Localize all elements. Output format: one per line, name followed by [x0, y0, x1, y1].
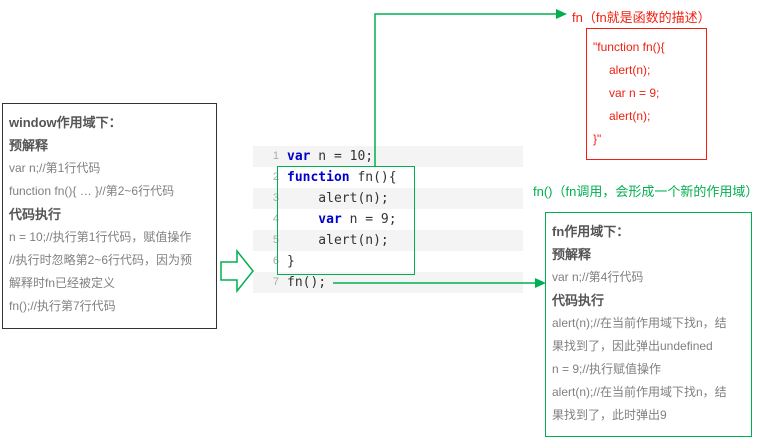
line-number: 7 [272, 276, 279, 288]
window-scope-line: 代码执行 [9, 207, 62, 222]
fn-scope-box: fn作用域下： 预解释 var n;//第4行代码 代码执行 alert(n);… [545, 212, 752, 437]
code-line: 5 alert(n); [253, 230, 523, 251]
code-editor: 1 var n = 10; 2 function fn(){ 3 alert(n);… [253, 146, 523, 293]
window-scope-line: function fn(){ … }//第2~6行代码 [9, 184, 175, 198]
code-line: 4 var n = 9; [253, 209, 523, 230]
window-scope-box: window作用域下： 预解释 var n;//第1行代码 function f… [2, 103, 217, 329]
code-text: alert(n); [287, 191, 389, 206]
code-text: fn(){ [349, 170, 397, 185]
fn-scope-line: 预解释 [552, 247, 592, 262]
line-number: 5 [272, 234, 279, 246]
fn-scope-line: 果找到了，因此弹出undefined [552, 339, 713, 353]
fn-description-code-line: alert(n); [609, 109, 651, 123]
code-keyword: var [287, 212, 342, 227]
window-scope-title: window作用域下： [9, 115, 122, 130]
fn-description-code-line: var n = 9; [609, 86, 660, 100]
window-scope-line: //执行时忽略第2~6行代码，因为预 [9, 253, 193, 267]
fn-description-arrow [374, 13, 556, 166]
code-line: 3 alert(n); [253, 188, 523, 209]
line-number: 1 [272, 150, 279, 162]
code-text: } [287, 254, 295, 269]
fn-description-code-line: }" [593, 132, 602, 146]
code-line: 2 function fn(){ [253, 167, 523, 188]
code-keyword: function [287, 170, 350, 185]
flow-arrow-icon [220, 248, 254, 294]
code-text: n = 10; [310, 149, 374, 164]
fn-scope-line: alert(n);//在当前作用域下找n，结 [552, 316, 727, 330]
code-line: 1 var n = 10; [253, 146, 523, 167]
code-text: alert(n); [287, 233, 389, 248]
code-keyword: var [287, 149, 311, 164]
fn-scope-title: fn作用域下： [552, 224, 630, 239]
fn-description-box: "function fn(){ alert(n); var n = 9; ale… [586, 28, 707, 160]
fn-scope-line: var n;//第4行代码 [552, 270, 644, 284]
fn-call-label: fn()（fn调用，会形成一个新的作用域） [533, 184, 759, 199]
window-scope-line: var n;//第1行代码 [9, 161, 101, 175]
fn-scope-line: n = 9;//执行赋值操作 [552, 362, 662, 376]
line-number: 4 [272, 213, 279, 225]
window-scope-line: fn();//执行第7行代码 [9, 299, 116, 313]
fn-description-code-line: alert(n); [609, 63, 651, 77]
line-number: 6 [272, 255, 279, 267]
code-text: n = 9; [341, 212, 397, 227]
fn-scope-line: 果找到了，此时弹出9 [552, 408, 667, 422]
fn-description-label: fn（fn就是函数的描述） [572, 10, 711, 25]
window-scope-line: n = 10;//执行第1行代码，赋值操作 [9, 230, 192, 244]
fn-scope-line: alert(n);//在当前作用域下找n，结 [552, 385, 727, 399]
line-number: 3 [272, 192, 279, 204]
line-number: 2 [272, 171, 279, 183]
fn-description-arrowhead-icon [556, 9, 567, 19]
code-text: fn(); [287, 275, 327, 290]
fn-description-code-line: "function fn(){ [593, 40, 665, 54]
code-line: 6} [253, 251, 523, 272]
code-line: 7 fn(); [253, 272, 523, 293]
window-scope-line: 解释时fn已经被定义 [9, 276, 116, 290]
window-scope-line: 预解释 [9, 138, 49, 153]
fn-scope-line: 代码执行 [552, 293, 605, 308]
